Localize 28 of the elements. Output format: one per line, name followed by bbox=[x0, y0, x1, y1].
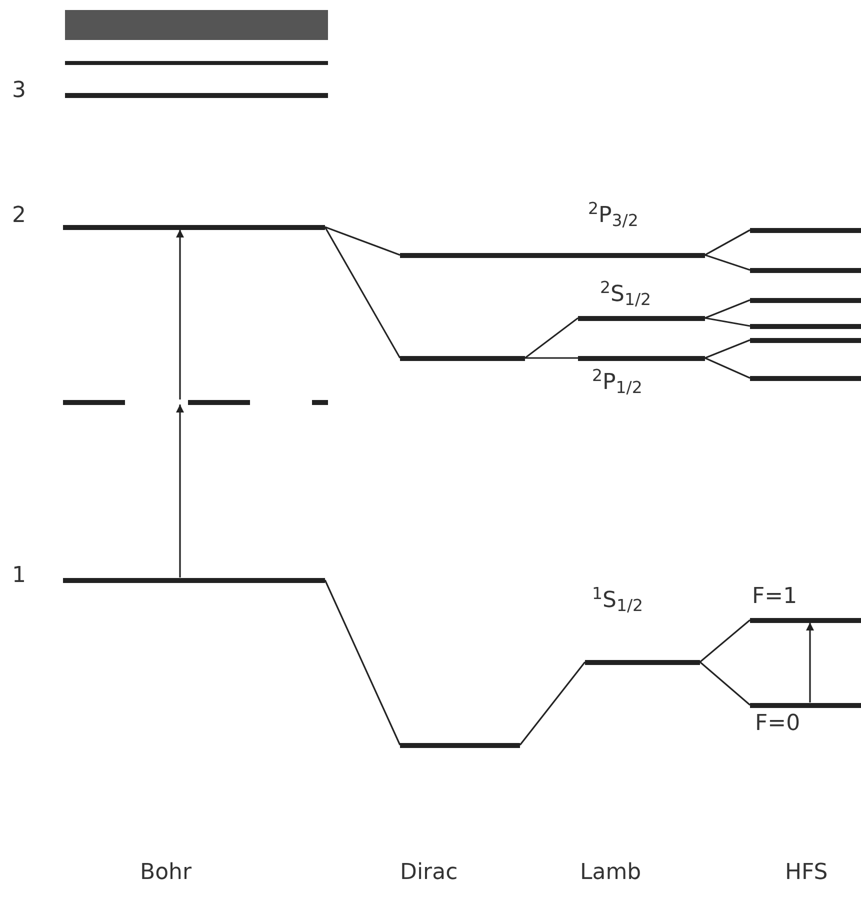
level-label: 1 bbox=[12, 565, 26, 587]
model-label: Lamb bbox=[580, 862, 642, 884]
connector-line bbox=[704, 254, 750, 271]
level-label: 3 bbox=[12, 80, 26, 102]
connector-line bbox=[324, 226, 401, 358]
connector-line bbox=[704, 357, 750, 379]
model-label: HFS bbox=[785, 862, 828, 884]
level-label: F=0 bbox=[755, 713, 800, 735]
model-label: Dirac bbox=[400, 862, 458, 884]
connector-line bbox=[324, 226, 400, 256]
connector-line bbox=[704, 299, 750, 319]
connector-line bbox=[704, 317, 750, 327]
transition-arrow bbox=[806, 622, 814, 702]
connector-line bbox=[324, 580, 401, 746]
transition-arrow bbox=[176, 230, 184, 400]
connector-line bbox=[525, 357, 578, 359]
dashed-level-line bbox=[63, 400, 328, 404]
model-label: Bohr bbox=[140, 862, 192, 884]
connector-line bbox=[704, 339, 750, 359]
transition-arrow bbox=[176, 404, 184, 578]
connector-line bbox=[699, 619, 751, 663]
connector-line bbox=[699, 661, 751, 706]
connector-line bbox=[704, 229, 750, 256]
level-label: 2 bbox=[12, 205, 26, 227]
energy-band bbox=[65, 10, 328, 40]
level-label: F=1 bbox=[752, 586, 798, 608]
connector-line bbox=[519, 662, 586, 746]
connector-line bbox=[524, 317, 578, 359]
